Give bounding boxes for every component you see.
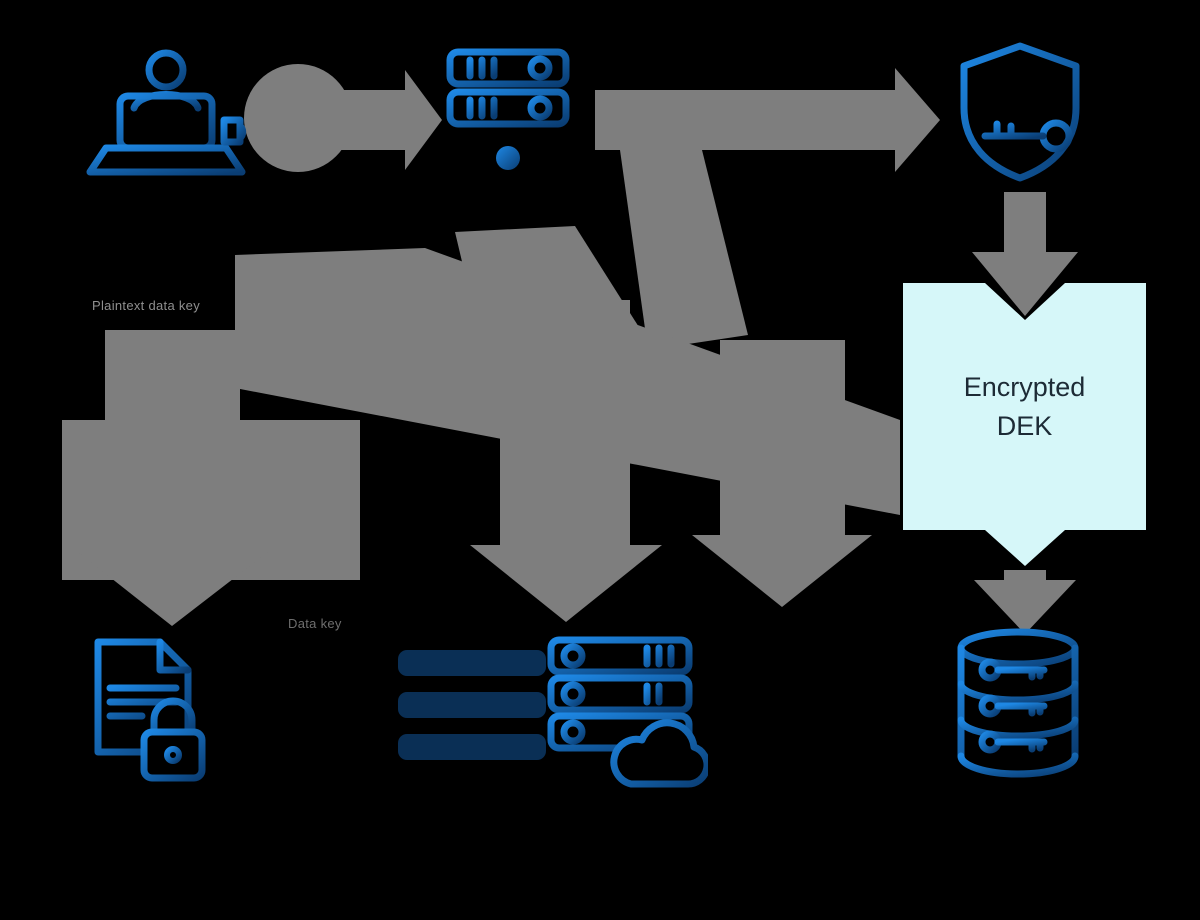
shield-outline	[960, 42, 1080, 182]
encrypted-dek-line1: Encrypted	[963, 371, 1086, 402]
document-fold	[156, 638, 192, 674]
node-user-app	[78, 38, 248, 200]
node-cloud-app-server	[543, 636, 708, 791]
arrow-appserver-to-kms	[595, 68, 940, 172]
database-bottom	[957, 752, 1079, 778]
server-dial	[560, 681, 586, 707]
encrypted-dek-label: Encrypted DEK	[903, 283, 1146, 531]
person-head	[145, 49, 187, 91]
server-dial	[560, 643, 586, 669]
server-unit	[547, 636, 693, 676]
cloud-overlay	[610, 719, 708, 788]
server-vents	[466, 96, 498, 120]
node-encrypted-database	[948, 624, 1088, 782]
key-row	[978, 730, 1048, 754]
node-kms	[953, 40, 1088, 185]
label-data-key: Data key	[288, 616, 342, 631]
document-lock-icon	[94, 638, 206, 782]
key-bow	[1039, 119, 1073, 153]
server-stack-shadow	[398, 650, 546, 762]
server-unit	[547, 674, 693, 714]
label-plaintext-data-key: Plaintext data key	[92, 298, 201, 313]
database-keys-icon	[957, 628, 1079, 778]
node-encrypted-file	[82, 636, 217, 791]
arrow-user-to-appserver	[300, 70, 442, 170]
encrypted-dek-box	[903, 283, 1146, 566]
shadow-bar	[398, 650, 546, 676]
arrow-dek-to-database	[974, 570, 1076, 634]
key-row	[978, 694, 1048, 718]
arrow-to-cloud-server	[470, 300, 662, 622]
server-rack-icon	[446, 48, 570, 170]
database-sides	[957, 644, 1079, 760]
shadow-bar	[398, 692, 546, 718]
server-dial	[527, 95, 553, 121]
arrow-mid-right	[692, 340, 872, 607]
server-cloud-icon	[547, 636, 708, 788]
person-laptop-icon	[86, 49, 247, 176]
server-dial	[560, 719, 586, 745]
laptop-base	[86, 144, 246, 176]
server-dial	[527, 55, 553, 81]
key-shaft	[981, 120, 1047, 140]
lock-body	[140, 728, 206, 782]
shield-key-icon	[960, 42, 1080, 182]
database-band	[957, 716, 1079, 740]
server-vents	[466, 56, 498, 80]
lock-keyhole	[164, 746, 182, 764]
key-row	[978, 658, 1048, 682]
lock-shackle	[150, 697, 196, 736]
server-unit	[446, 48, 570, 88]
arrow-kms-to-dek	[972, 192, 1078, 316]
arrow-to-encrypted-file	[78, 330, 268, 626]
arrow-appserver-down-band	[620, 150, 748, 350]
shadow-bar	[398, 734, 546, 760]
node-app-server	[428, 44, 588, 194]
coffee-mug	[220, 116, 247, 146]
network-node	[496, 146, 520, 170]
server-vents	[643, 644, 675, 668]
server-vents	[643, 682, 663, 706]
database-band	[957, 680, 1079, 704]
encrypted-dek-line2: DEK	[996, 411, 1053, 441]
database-top	[957, 628, 1079, 668]
